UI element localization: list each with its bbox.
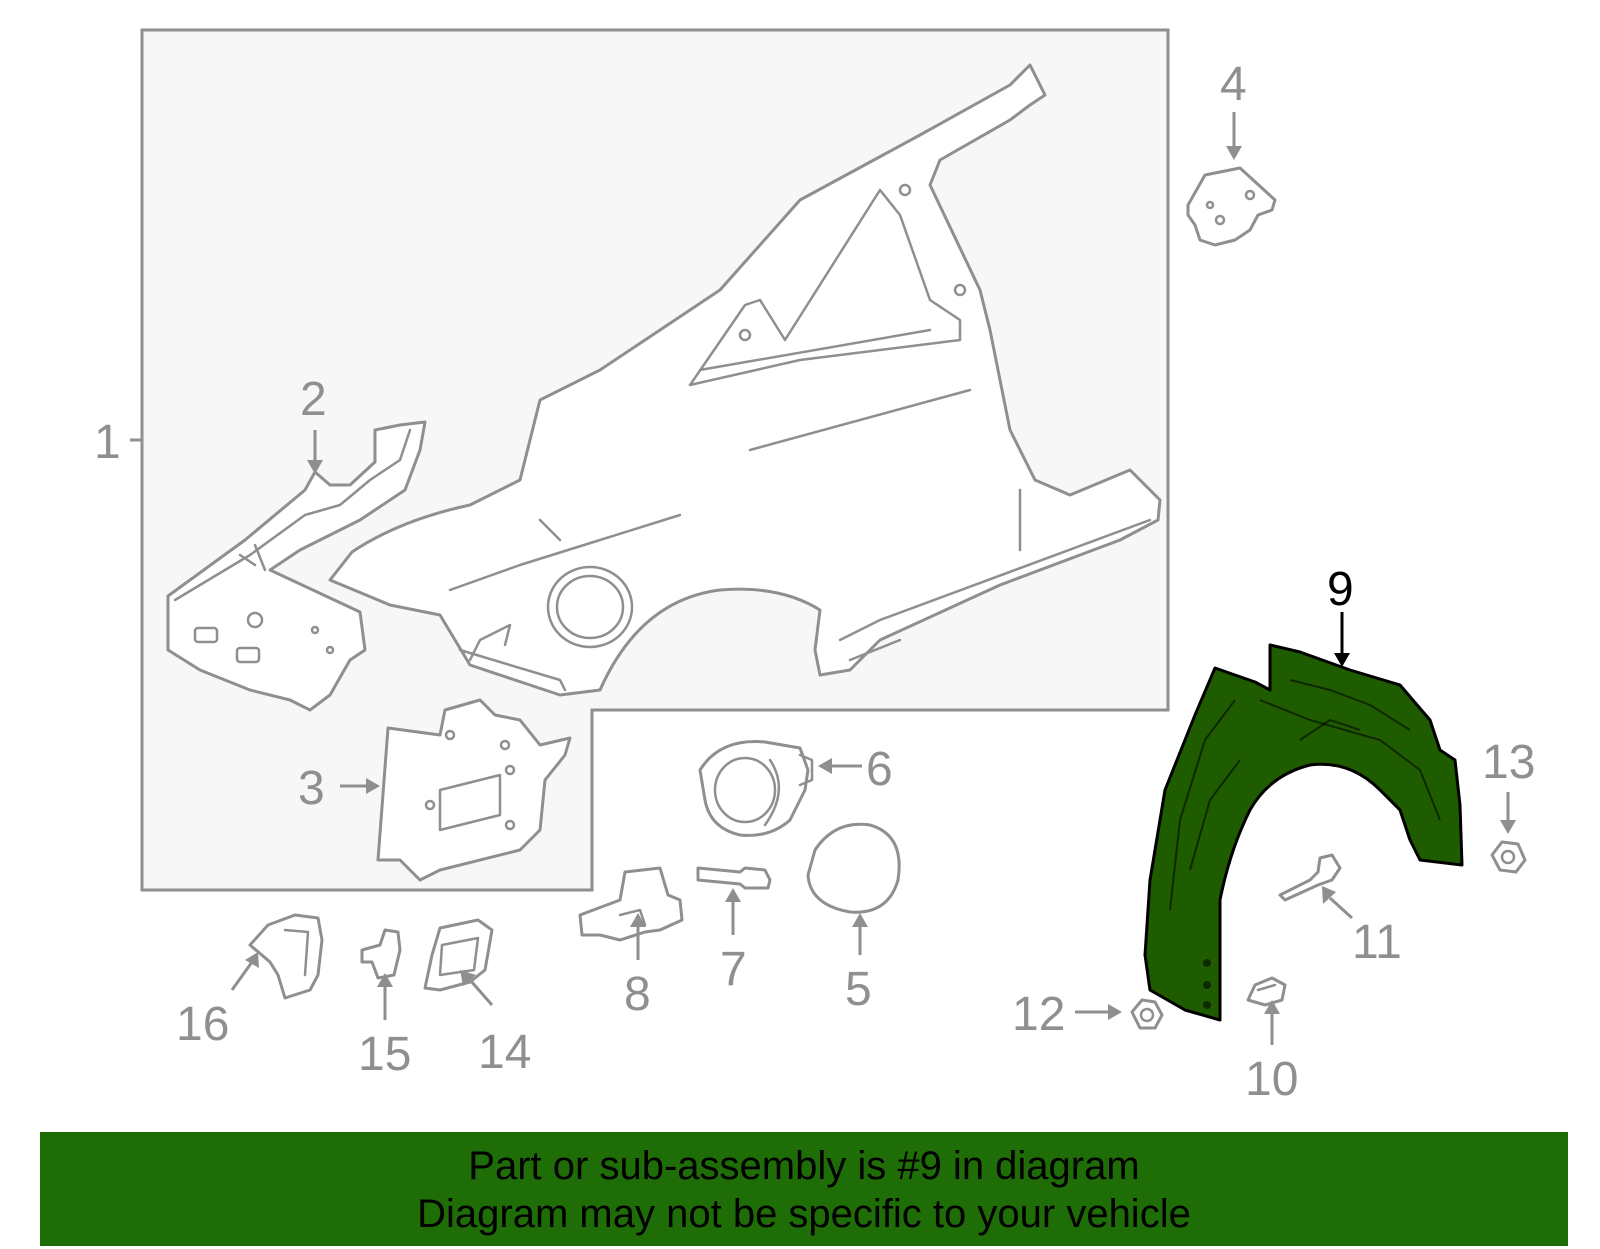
bracket-part-14 (423, 918, 494, 992)
callout-13: 13 (1482, 736, 1535, 789)
callout-2: 2 (300, 373, 327, 426)
clip-part-15 (360, 928, 402, 980)
callout-7: 7 (720, 943, 747, 996)
callout-1: 1 (94, 416, 121, 469)
info-banner: Part or sub-assembly is #9 in diagram Di… (40, 1132, 1568, 1246)
bracket-part (1186, 166, 1277, 247)
bracket-part-16 (248, 913, 324, 1000)
quarter-panel-part (328, 63, 1162, 697)
wheel-liner-part-highlighted (1143, 643, 1464, 1022)
pillar-reinforcement-part (166, 420, 427, 712)
leader-lines (130, 112, 1516, 1045)
clip-part-8 (578, 866, 684, 942)
fuel-housing-part (698, 740, 814, 837)
callout-14: 14 (478, 1026, 531, 1079)
bolt-part-7 (696, 866, 772, 890)
banner-line-2: Diagram may not be specific to your vehi… (417, 1192, 1191, 1236)
nut-part-12 (1130, 998, 1164, 1030)
callout-12: 12 (1012, 988, 1065, 1041)
callout-3: 3 (298, 762, 325, 815)
callout-labels: 1 2 3 4 5 6 7 8 9 10 11 12 13 14 15 16 (94, 58, 1535, 1106)
callout-9: 9 (1327, 563, 1354, 616)
callout-8: 8 (624, 968, 651, 1021)
banner-line-1: Part or sub-assembly is #9 in diagram (468, 1144, 1140, 1188)
callout-16: 16 (176, 998, 229, 1051)
callout-11: 11 (1352, 916, 1402, 969)
callout-10: 10 (1245, 1053, 1298, 1106)
bolt-part-11 (1278, 853, 1342, 902)
nut-part-13 (1490, 840, 1527, 874)
callout-15: 15 (358, 1028, 411, 1081)
fuel-door-part (806, 822, 901, 914)
callout-5: 5 (845, 963, 872, 1016)
callout-4: 4 (1220, 58, 1247, 111)
callout-6: 6 (866, 743, 893, 796)
side-panel-extension-part (376, 698, 572, 882)
bolt-part-10 (1246, 976, 1287, 1007)
